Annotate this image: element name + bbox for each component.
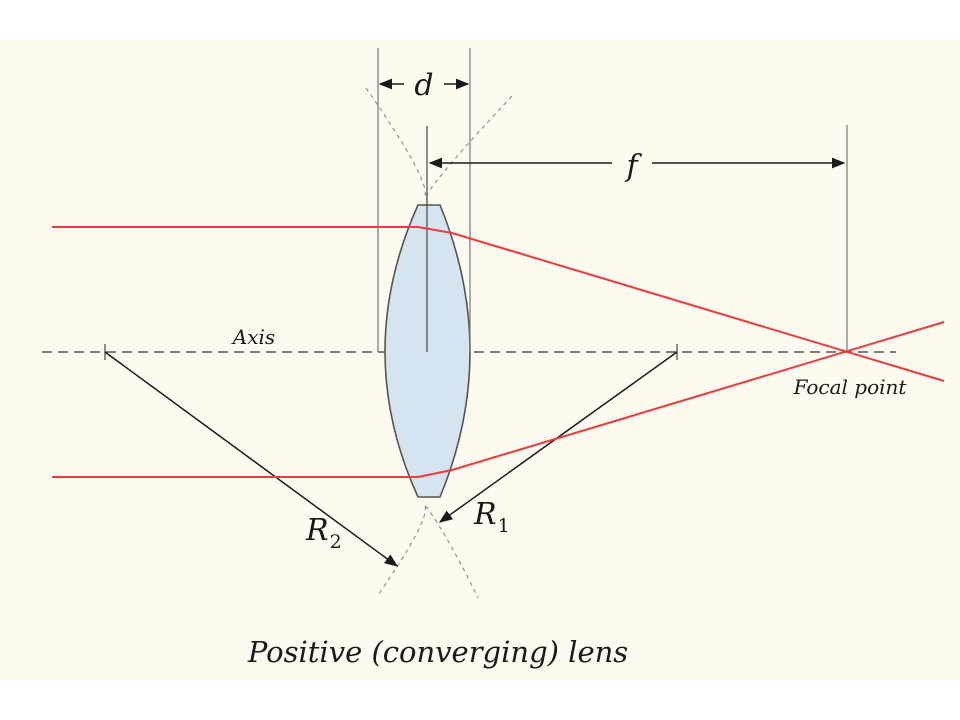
upper-incoming-ray xyxy=(52,226,945,382)
lower-incoming-ray xyxy=(52,321,945,478)
focal-point-label: Focal point xyxy=(793,375,908,399)
diagram-caption: Positive (converging) lens xyxy=(247,635,628,669)
surface-arc-right-extension xyxy=(425,95,513,599)
radius2-arrow xyxy=(104,351,399,567)
radius2-label: R2 xyxy=(305,513,342,553)
diagram-background xyxy=(0,40,960,680)
radius1-label: R1 xyxy=(473,497,510,537)
surface-arc-left-extension xyxy=(365,87,427,596)
axis-label: Axis xyxy=(231,325,275,349)
thickness-label: d xyxy=(414,68,433,103)
